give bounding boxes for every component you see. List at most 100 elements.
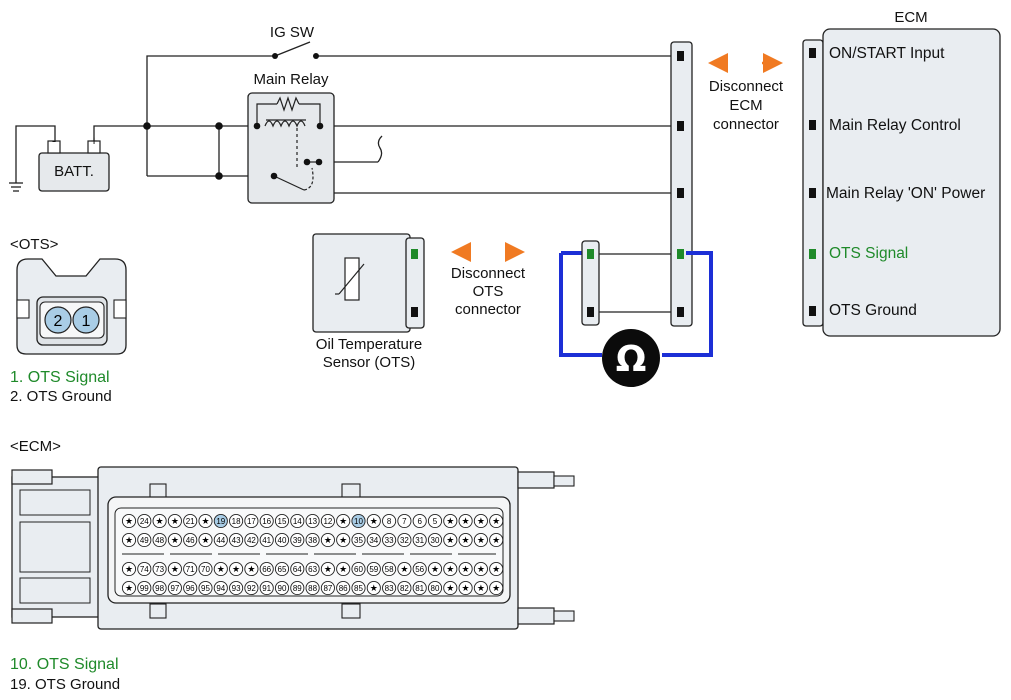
ecm-pin-hole (489, 561, 504, 577)
ecm-pin-hole (167, 580, 182, 596)
ecm-pin-hole (473, 561, 488, 577)
ecm-legend-signal: 10. OTS Signal (10, 656, 119, 673)
ecm-pin-hole (397, 561, 412, 577)
ecm-pin-hole (137, 580, 152, 596)
ecm-pin-number: 60 (354, 565, 363, 574)
ecm-pin-number: 31 (415, 536, 424, 545)
ecm-pin-number: 99 (140, 584, 149, 593)
ecm-pin-number: ★ (339, 535, 347, 545)
ecm-pin-hole (336, 580, 351, 596)
ecm-pin-number: ★ (156, 516, 164, 526)
ecm-pin-number: 16 (262, 517, 271, 526)
ecm-pin-number: 80 (431, 584, 440, 593)
ecm-pin-number: ★ (370, 583, 378, 593)
ecm-pin-number: 18 (232, 517, 241, 526)
ecm-pin-hole (274, 513, 290, 529)
ecm-pin-number: 35 (354, 536, 363, 545)
ecm-pin-hole (382, 580, 397, 596)
ecm-pin-hole (244, 513, 259, 529)
ecm-pin-hole (382, 561, 397, 577)
battery-positive-terminal: + (90, 133, 98, 148)
ecm-pin-hole (137, 513, 152, 529)
disconnect-ecm-label: Disconnect ECM connector (708, 78, 784, 133)
ecm-pin-ots-signal: OTS Signal (829, 245, 909, 262)
ecm-pin-hole (229, 580, 244, 596)
ecm-pin-number: ★ (339, 564, 347, 574)
ecm-pin-hole (320, 580, 335, 596)
ecm-connector-title: <ECM> (10, 438, 61, 455)
ecm-pin-hole (336, 561, 351, 577)
ecm-pin-hole (458, 561, 473, 577)
ecm-pin-hole (473, 532, 488, 548)
ecm-pin-number: 94 (216, 584, 225, 593)
ecm-pin-number: ★ (446, 564, 454, 574)
ecm-pin-hole (167, 561, 182, 577)
ecm-pin-number: ★ (492, 535, 500, 545)
ecm-pin-hole (473, 513, 488, 529)
ecm-pin-hole (152, 580, 167, 596)
sensor-label: Oil Temperature Sensor (OTS) (315, 336, 423, 371)
ecm-pin-number: 96 (186, 584, 195, 593)
ecm-pin-number: 90 (278, 584, 287, 593)
ecm-pin-number: ★ (339, 516, 347, 526)
ecm-pin-number: ★ (462, 535, 470, 545)
ecm-pin-number: 5 (433, 517, 438, 526)
ots-legend-signal: 1. OTS Signal (10, 369, 110, 386)
ecm-pin-hole (121, 532, 137, 548)
ecm-pin-hole (137, 532, 152, 548)
battery-label: BATT. (54, 163, 94, 180)
ecm-pin-number: 40 (278, 536, 287, 545)
ecm-pin-hole (351, 513, 366, 529)
ecm-pin-number: 10 (354, 517, 363, 526)
ecm-pin-hole (259, 561, 274, 577)
ots-connector-face: 2 1 (16, 258, 127, 355)
ecm-pin-number: 15 (278, 517, 287, 526)
ecm-pin-number: ★ (492, 564, 500, 574)
ecm-legend-ground: 19. OTS Ground (10, 676, 121, 693)
ecm-pin-hole (427, 561, 443, 577)
ecm-pin-number: 41 (262, 536, 271, 545)
ecm-pin-number: 17 (247, 517, 256, 526)
ecm-pin-hole (443, 532, 458, 548)
ecm-pin-number: ★ (370, 516, 378, 526)
ecm-pin-hole (473, 580, 488, 596)
ecm-pin-number: 71 (186, 565, 195, 574)
ecm-pin-hole (412, 561, 427, 577)
ecm-pin-number: ★ (125, 516, 133, 526)
ecm-pin-number: ★ (201, 535, 209, 545)
ecm-pin-number: ★ (324, 535, 332, 545)
ohmmeter-icon: Ω (602, 329, 660, 387)
ecm-pin-hole (320, 561, 335, 577)
ecm-pin-number: 88 (308, 584, 317, 593)
ecm-pin-ots-ground: OTS Ground (829, 302, 917, 319)
ots-pin-1: 1 (82, 313, 91, 330)
ecm-pin-number: 82 (400, 584, 409, 593)
main-relay-label: Main Relay (253, 71, 329, 88)
disconnect-ots-label: Disconnect OTS connector (450, 265, 526, 318)
ecm-pin-number: 65 (278, 565, 287, 574)
ecm-pin-number: ★ (431, 564, 439, 574)
ecm-pin-number: 98 (155, 584, 164, 593)
ecm-pin-hole (259, 580, 274, 596)
ecm-pin-hole (198, 580, 213, 596)
ecm-pin-hole (412, 513, 427, 529)
ecm-pin-hole (427, 580, 443, 596)
ecm-pin-number: ★ (446, 516, 454, 526)
ecm-pin-number: 95 (201, 584, 210, 593)
ecm-pin-hole (351, 580, 366, 596)
battery-negative-terminal: - (51, 133, 57, 148)
ecm-pin-number: ★ (400, 564, 408, 574)
ecm-pin-number: ★ (492, 516, 500, 526)
ecm-pin-hole (366, 513, 381, 529)
ecm-pin-hole (198, 532, 213, 548)
ecm-pin-number: ★ (125, 535, 133, 545)
ecm-pin-hole (320, 513, 335, 529)
ecm-pin-main-relay-on-power: Main Relay 'ON' Power (826, 185, 986, 202)
ecm-pin-number: 24 (140, 517, 149, 526)
ecm-harness-connector (670, 41, 693, 327)
ecm-pin-number: ★ (171, 564, 179, 574)
ecm-pin-hole (229, 561, 244, 577)
ecm-pin-number: ★ (477, 583, 485, 593)
ecm-pin-number: 92 (247, 584, 256, 593)
